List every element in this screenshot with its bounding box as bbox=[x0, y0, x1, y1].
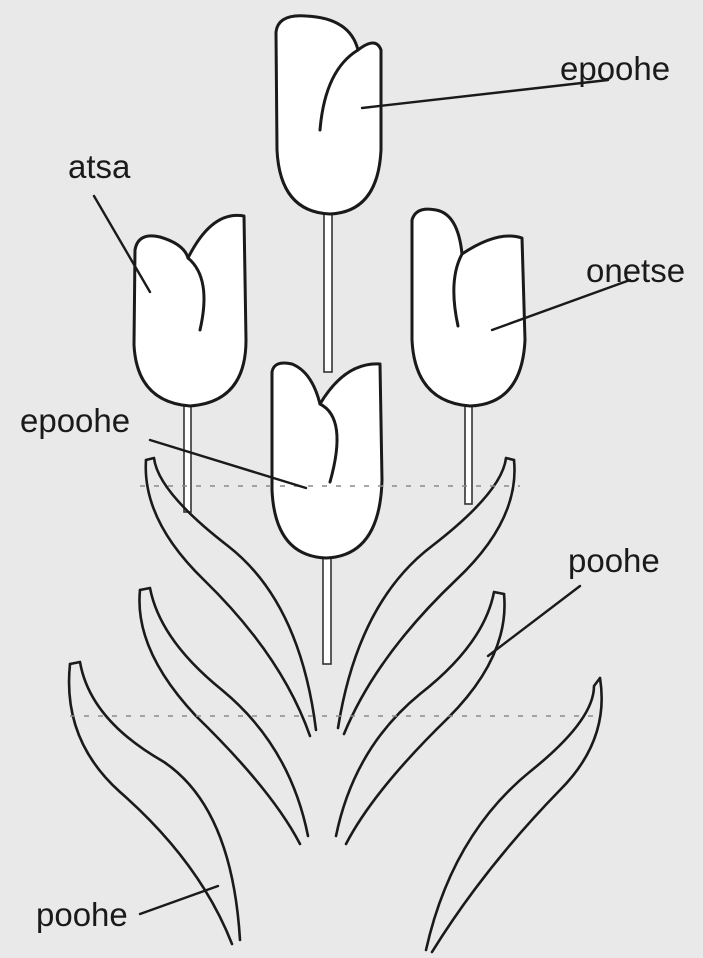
label-upper-leaves: poohe bbox=[568, 544, 660, 577]
leader-line-upper-leaves bbox=[488, 586, 580, 656]
top-flower-stem bbox=[324, 212, 332, 372]
left-flower bbox=[134, 215, 246, 406]
label-lower-leaves: poohe bbox=[36, 898, 128, 931]
label-middle-flower: epoohe bbox=[20, 404, 130, 437]
right-flower-stem bbox=[465, 404, 472, 504]
lower-leaf-right bbox=[426, 678, 602, 952]
top-flower bbox=[276, 16, 381, 214]
label-right-flower: onetse bbox=[586, 254, 685, 287]
mid-leaf-right bbox=[336, 592, 505, 844]
leader-line-lower-leaves bbox=[140, 886, 218, 914]
left-flower-stem bbox=[184, 404, 191, 512]
right-flower bbox=[412, 209, 525, 406]
label-top-flower: epoohe bbox=[560, 52, 670, 85]
middle-flower-stem bbox=[323, 558, 331, 664]
middle-flower bbox=[272, 363, 382, 558]
label-left-flower: atsa bbox=[68, 150, 130, 183]
